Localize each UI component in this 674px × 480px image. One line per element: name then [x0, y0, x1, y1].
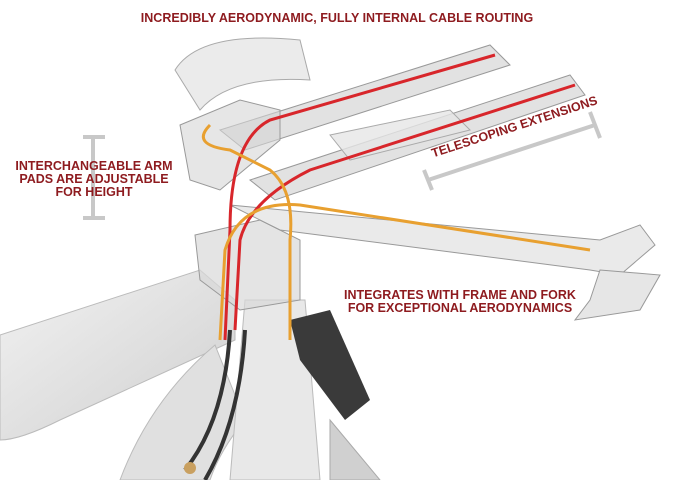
callout-line: PADS ARE ADJUSTABLE — [19, 172, 169, 186]
housing-black — [183, 329, 247, 480]
brake-caliper — [290, 310, 370, 420]
cable-red-1 — [223, 53, 496, 341]
ferrule — [184, 462, 196, 474]
pad-bracket-left — [179, 99, 281, 191]
base-bar — [229, 204, 656, 276]
telescoping-bracket — [422, 111, 602, 191]
arm-pads-callout: INTERCHANGEABLE ARM PADS ARE ADJUSTABLE … — [4, 160, 184, 199]
title: INCREDIBLY AERODYNAMIC, FULLY INTERNAL C… — [140, 11, 534, 25]
callout-line: INTERCHANGEABLE ARM — [15, 159, 173, 173]
cable-red-2 — [233, 83, 576, 331]
callout-line: FOR EXCEPTIONAL AERODYNAMICS — [347, 301, 573, 315]
height-bracket — [83, 135, 105, 220]
cable-orange-2 — [201, 123, 293, 340]
callout-line: INTEGRATES WITH FRAME AND FORK — [344, 288, 576, 302]
fork-leg-right — [329, 418, 381, 480]
integrates-callout: INTEGRATES WITH FRAME AND FORK FOR EXCEP… — [320, 289, 600, 315]
callout-line: FOR HEIGHT — [55, 185, 133, 199]
frame-down-tube — [119, 344, 246, 480]
arm-pad-right — [329, 109, 471, 161]
brake-lever-right — [573, 269, 661, 321]
arm-pad-left — [174, 37, 311, 111]
cable-orange-1 — [218, 203, 591, 341]
